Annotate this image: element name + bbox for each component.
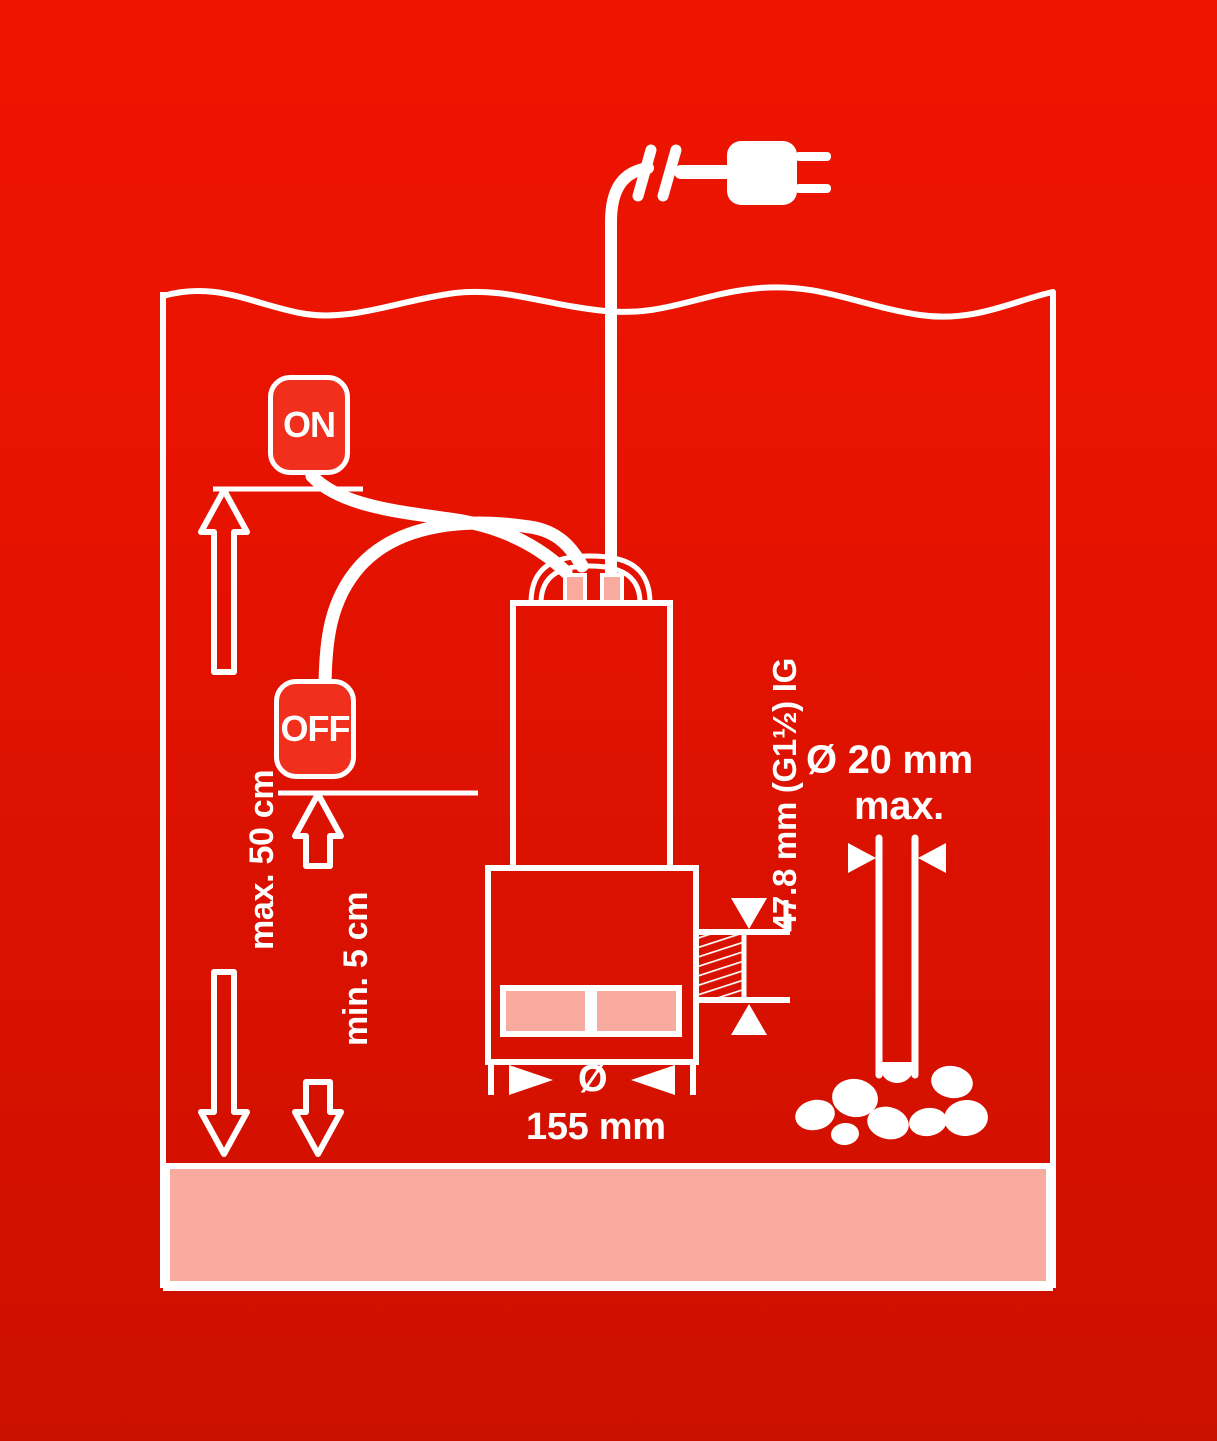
max-level-arrow-down: [198, 969, 250, 1157]
pump-inlet-window-left: [500, 985, 591, 1037]
carry-handle: [528, 553, 653, 604]
particle-size-gauge: [875, 834, 919, 1083]
pump-inlet-window-right: [591, 985, 682, 1037]
thread-dim-arrow-bottom: [731, 1004, 767, 1035]
power-plug: [632, 141, 831, 205]
particle-dim-arrow-right: [918, 843, 946, 873]
float-switch-on[interactable]: ON: [268, 375, 350, 475]
water-surface-line: [160, 284, 1056, 320]
float-switch-cables: [305, 469, 589, 699]
tank-outline: [160, 292, 1056, 1291]
thread-dim-arrow-top: [731, 898, 767, 929]
particle-size-line1: Ø 20 mm: [806, 738, 973, 782]
pump-diameter-symbol: Ø: [578, 1058, 608, 1100]
pump-width-arrow-right: [631, 1065, 675, 1095]
min-level-arrow-down: [292, 1079, 344, 1157]
outlet-thread-label: 47.8 mm (G1½) IG: [766, 658, 803, 932]
max-level-arrow-up: [198, 487, 250, 675]
min-level-label: min. 5 cm: [337, 891, 375, 1046]
debris-stones: [795, 1065, 988, 1146]
cable-gland-right: [600, 573, 624, 606]
float-switch-on-label: ON: [283, 403, 336, 445]
power-cable: [605, 162, 654, 584]
pump-width-arrow-left: [509, 1065, 553, 1095]
pump-diameter-value: 155 mm: [526, 1106, 666, 1148]
sediment-layer: [164, 1163, 1052, 1287]
float-switch-off-label: OFF: [280, 707, 351, 749]
float-switch-off[interactable]: OFF: [274, 679, 356, 779]
min-level-arrow-up: [292, 791, 344, 869]
pump-body: [510, 600, 673, 871]
particle-dim-arrow-left: [848, 843, 876, 873]
cable-gland-left: [563, 573, 587, 606]
particle-size-line2: max.: [854, 784, 944, 828]
max-level-label: max. 50 cm: [243, 769, 281, 950]
outlet-threaded-connection: [696, 929, 790, 1003]
